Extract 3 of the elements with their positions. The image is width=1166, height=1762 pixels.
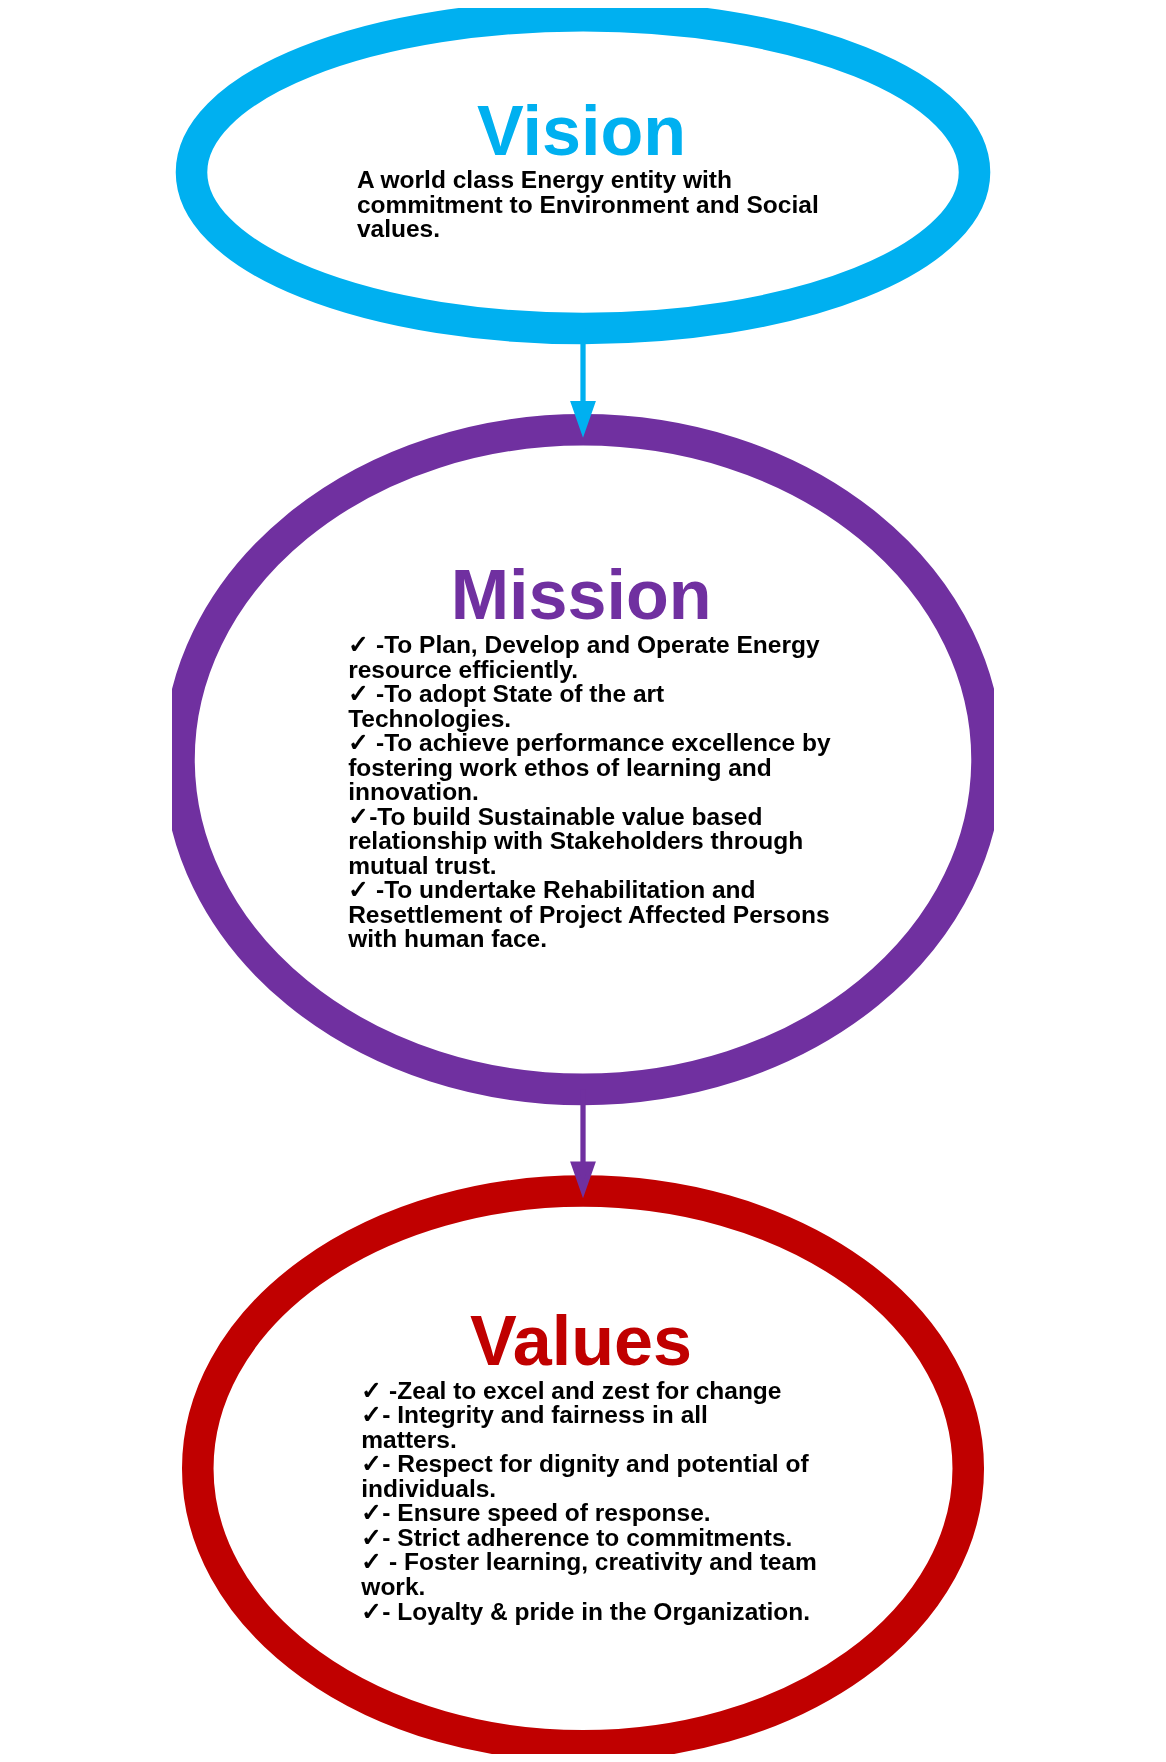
node-ellipse: Mission ✓ -To Plan, Develop and Operate Energy resource efficiently. ✓ -To adopt State of the art Technologies. ✓ -To achieve performance excellence by fostering work ethos of learning and innovation. ✓-To build Sustainable value based relationship with Stakeholders through mutual trust. ✓ -To undertake Rehabilitation and Resettlement of Project Affected Persons with human face. (172, 414, 994, 1106)
node-ellipse: Values ✓ -Zeal to excel and zest for change ✓- Integrity and fairness in all matters. ✓- Respect for dignity and potential of individuals. ✓- Ensure speed of response. ✓- Strict adherence to commitments. ✓ - Foster learning, creativity and team work. ✓- Loyalty & pride in the Organization. (182, 1175, 985, 1754)
node-ellipse: Vision A world class Energy entity with commitment to Environment and Social values. (175, 8, 991, 345)
